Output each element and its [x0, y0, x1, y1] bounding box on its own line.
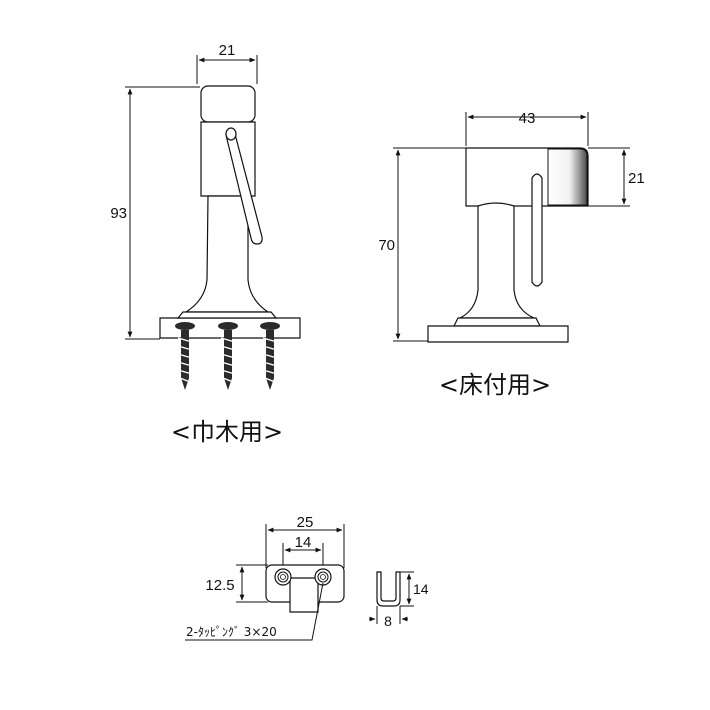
floor-height-dim: 70 [378, 237, 395, 254]
skirting-stopper-head [200, 85, 256, 123]
clip-height-dim: 14 [413, 581, 429, 597]
hook-screw-right [314, 568, 332, 586]
skirting-caption: <巾木用> [171, 418, 283, 446]
floor-stopper-base-plate [427, 325, 569, 343]
skirting-height-dim: 93 [110, 205, 127, 222]
skirting-screws [175, 322, 280, 390]
screw-right [260, 322, 280, 390]
hook-overall-dim: 25 [297, 514, 314, 531]
clip-profile [376, 571, 401, 607]
clip-width-dim: 8 [384, 613, 392, 629]
floor-caption: <床付用> [439, 371, 551, 399]
screw-callout: 2-ﾀｯﾋﾟﾝｸﾞ 3×20 [186, 625, 277, 639]
floor-stopper-stem [459, 202, 535, 319]
floor-width-dim: 43 [519, 110, 536, 127]
floor-top-dim: 21 [628, 170, 645, 187]
hook-pitch-dim: 14 [295, 534, 312, 551]
floor-stopper-drawing: 43 21 70 <床付用> [378, 110, 644, 399]
screw-callout-leader [185, 582, 324, 641]
skirting-stopper-drawing: 21 93 [110, 42, 301, 446]
hook-height-dim: 12.5 [205, 577, 234, 594]
hook-tongue [289, 577, 319, 613]
floor-hook-wire [531, 173, 543, 287]
hook-plate-drawing: 25 14 12.5 2-ﾀｯﾋﾟﾝｸﾞ 3×20 [185, 514, 345, 641]
screw-middle [218, 322, 238, 390]
skirting-width-dim: 21 [219, 42, 236, 59]
clip-drawing: 14 8 [369, 571, 429, 629]
floor-stopper-base-top [453, 317, 541, 327]
screw-left [175, 322, 195, 390]
hook-screw-left [274, 568, 292, 586]
